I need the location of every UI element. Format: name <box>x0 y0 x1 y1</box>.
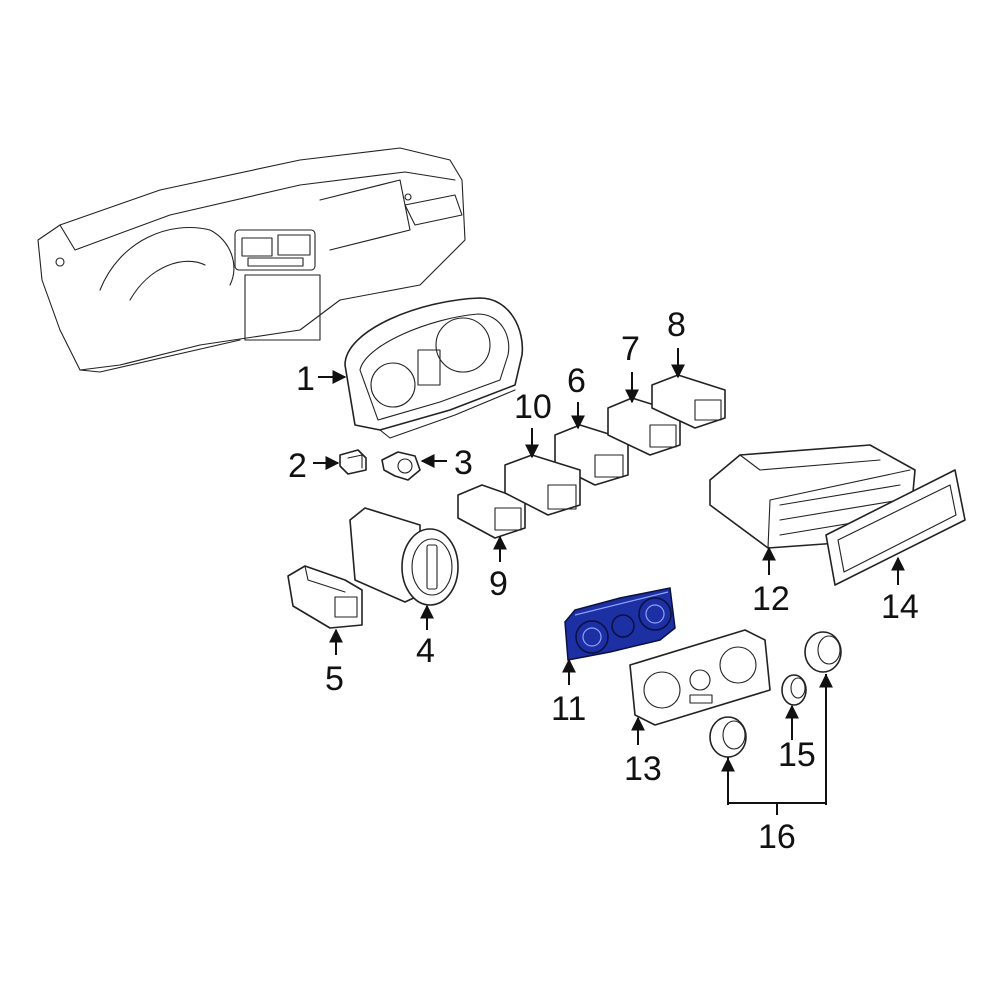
callout-6: 6 <box>567 362 586 400</box>
callout-4: 4 <box>416 632 435 670</box>
part-16-knob-right <box>804 631 842 673</box>
callout-15: 15 <box>778 736 816 774</box>
part-16-knob-left <box>709 716 747 758</box>
callout-2: 2 <box>288 447 307 485</box>
callout-9: 9 <box>489 565 508 603</box>
callout-10: 10 <box>514 388 552 426</box>
part-14-trim-panel <box>825 469 966 586</box>
part-13-bezel <box>629 629 771 726</box>
callout-13: 13 <box>624 750 662 788</box>
dashboard-outline <box>37 147 466 373</box>
leader-lines <box>313 348 905 815</box>
part-5-switch <box>287 565 363 629</box>
callout-5: 5 <box>325 660 344 698</box>
part-2-switch <box>339 449 367 475</box>
callout-16: 16 <box>758 818 796 856</box>
part-15-knob <box>781 674 807 706</box>
callout-8: 8 <box>667 306 686 344</box>
callout-3: 3 <box>454 444 473 482</box>
callout-7: 7 <box>621 330 640 368</box>
callout-1: 1 <box>296 360 315 398</box>
callout-14: 14 <box>881 588 919 626</box>
part-1-instrument-cluster <box>344 297 524 439</box>
part-9-switch <box>457 484 526 539</box>
part-3-sensor <box>381 451 421 481</box>
callout-12: 12 <box>752 580 790 618</box>
callout-11: 11 <box>551 690 586 728</box>
part-4-headlight-switch <box>349 507 459 606</box>
callout-labels: 1 2 3 4 5 6 7 8 9 10 11 12 13 14 15 16 <box>288 306 919 856</box>
part-11-climate-control-panel <box>564 587 676 661</box>
